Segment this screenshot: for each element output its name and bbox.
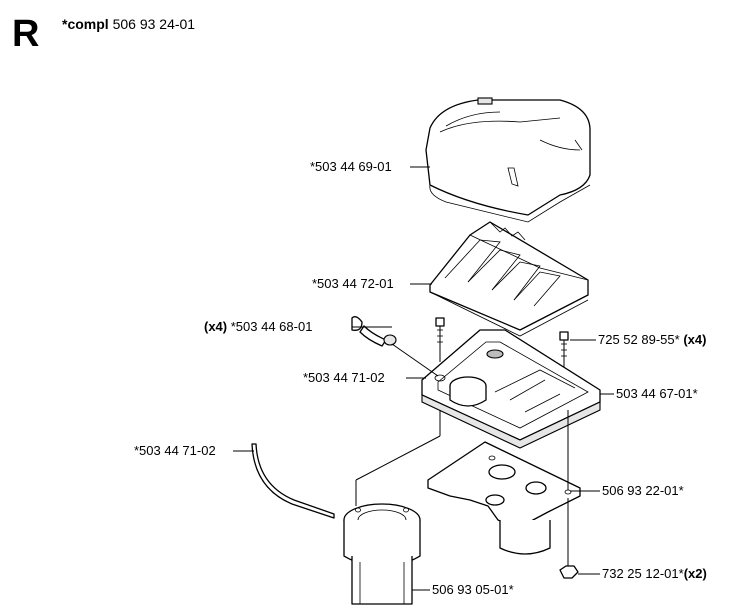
callout-screw-top: 725 52 89-55* (x4)	[598, 332, 706, 348]
callout-air-filter: *503 44 72-01	[312, 276, 394, 292]
part-number: *503 44 71-02	[303, 370, 385, 385]
part-number: 506 93 22-01*	[602, 483, 684, 498]
part-number: 503 44 67-01*	[616, 386, 698, 401]
clip-drawing	[351, 316, 397, 347]
callout-nut: 732 25 12-01*(x2)	[602, 566, 707, 582]
part-number: *503 44 69-01	[310, 159, 392, 174]
bracket-drawing	[427, 441, 581, 555]
air-filter-drawing	[429, 221, 589, 337]
part-number: 725 52 89-55*	[598, 332, 680, 347]
screw-left-drawing	[435, 317, 445, 362]
part-number: 506 93 05-01*	[432, 582, 514, 597]
callout-tube: *503 44 71-02	[134, 443, 216, 459]
compl-number: 506 93 24-01	[112, 16, 196, 32]
callout-bracket: 506 93 22-01*	[602, 483, 684, 499]
part-number: 732 25 12-01*	[602, 566, 684, 581]
section-letter: R	[12, 13, 40, 55]
pre-filter-drawing	[343, 503, 421, 605]
callout-pre-filter: 506 93 05-01*	[432, 582, 514, 598]
part-qty: (x4)	[204, 319, 228, 334]
callout-clip: (x4) *503 44 68-01	[204, 319, 312, 335]
callout-filter-cover: *503 44 69-01	[310, 159, 392, 175]
filter-cover-drawing	[425, 97, 591, 223]
leader-lines	[233, 166, 614, 591]
callout-filter-holder: *503 44 71-02	[303, 370, 385, 386]
callout-base-plate: 503 44 67-01*	[616, 386, 698, 402]
part-number: *503 44 71-02	[134, 443, 216, 458]
compl-label: *compl	[62, 16, 109, 32]
part-qty: (x4)	[683, 332, 707, 347]
complete-kit-number: *compl 506 93 24-01	[62, 16, 195, 32]
part-number: *503 44 72-01	[312, 276, 394, 291]
filter-holder-drawing	[421, 329, 601, 449]
part-qty: (x2)	[683, 566, 707, 581]
tube-drawing	[251, 443, 335, 519]
part-number: *503 44 68-01	[230, 319, 313, 334]
nut-drawing	[559, 498, 579, 579]
